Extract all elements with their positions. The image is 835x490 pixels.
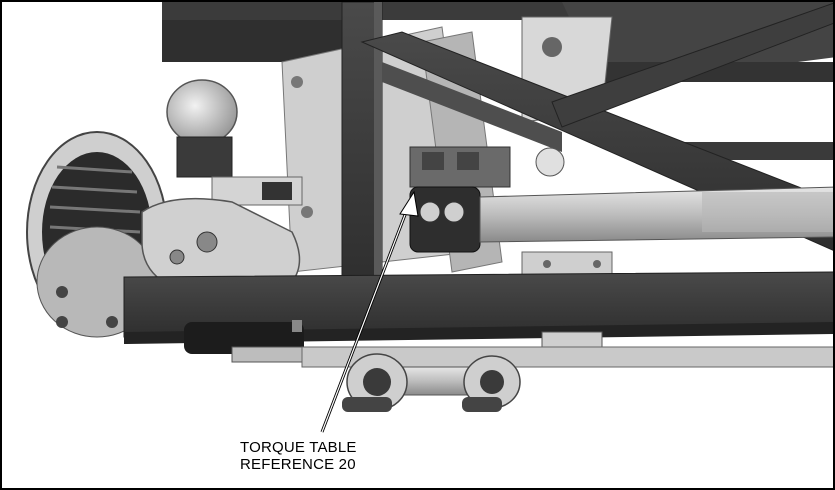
brake-caliper	[141, 197, 301, 288]
lower-components	[184, 320, 833, 368]
leader-arrow	[320, 190, 419, 433]
callout-line-1: TORQUE TABLE	[240, 439, 357, 456]
brake-chamber	[166, 79, 303, 206]
center-bracket	[409, 146, 511, 253]
lower-link	[342, 353, 521, 412]
vertical-post	[341, 2, 383, 293]
callout-line-2: REFERENCE 20	[240, 456, 356, 473]
torque-callout: TORQUE TABLE REFERENCE 20	[240, 439, 357, 473]
